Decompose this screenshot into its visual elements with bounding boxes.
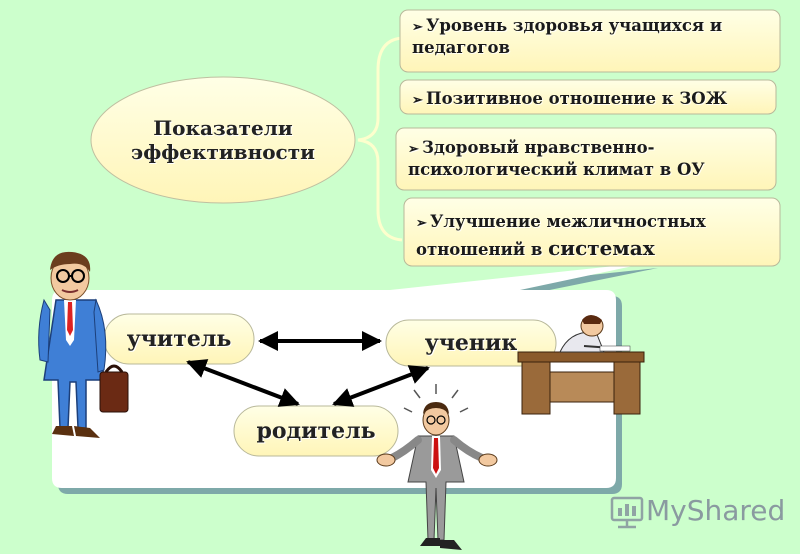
indicator-text-3: ➢Здоровый нравственно- психологический к… — [396, 134, 776, 184]
indicator-2-line1: Позитивное отношение к ЗОЖ — [426, 89, 728, 108]
myshared-logo-icon — [610, 496, 644, 529]
bullet-arrow-icon: ➢ — [412, 93, 423, 108]
bullet-arrow-icon: ➢ — [408, 142, 419, 157]
student-node — [385, 319, 557, 367]
indicator-box-1 — [399, 9, 781, 73]
teacher-figure-icon — [38, 251, 129, 438]
parent-label: родитель — [256, 418, 376, 444]
bullet-arrow-icon: ➢ — [416, 216, 427, 231]
parent-node — [233, 405, 399, 457]
bullet-arrow-icon: ➢ — [412, 20, 423, 35]
confused-parent-icon — [376, 384, 498, 550]
center-label: Показатели эффективности — [92, 78, 354, 202]
teacher-label: учитель — [126, 326, 232, 352]
indicator-1-line1: Уровень здоровья учащихся и — [426, 16, 723, 35]
indicator-3-line1: Здоровый нравственно- — [422, 138, 655, 157]
arrow-student-parent — [332, 365, 430, 407]
indicator-text-1: ➢Уровень здоровья учащихся и педагогов — [400, 12, 780, 62]
indicator-box-2 — [399, 79, 777, 115]
indicator-4-line2-big: системах — [548, 236, 655, 260]
watermark-text: MyShared — [646, 493, 786, 527]
indicator-4-line2-prefix: отношений в — [416, 240, 549, 259]
student-at-desk-icon — [517, 315, 645, 415]
arrow-teacher-parent — [186, 359, 300, 407]
indicator-text-4: ➢Улучшение межличностных отношений в сис… — [404, 206, 780, 266]
indicator-box-3 — [395, 127, 777, 191]
center-oval — [90, 76, 356, 204]
indicator-4-line1: Улучшение межличностных — [430, 212, 706, 231]
indicator-text-2: ➢Позитивное отношение к ЗОЖ — [400, 85, 776, 115]
student-label: ученик — [424, 330, 518, 356]
indicator-box-4 — [403, 197, 781, 267]
center-label-line2: эффективности — [131, 140, 315, 164]
curly-brace — [357, 36, 403, 242]
center-label-line1: Показатели — [153, 116, 293, 140]
indicator-3-line2: психологический климат в ОУ — [408, 160, 705, 179]
indicator-1-line2: педагогов — [412, 38, 510, 57]
